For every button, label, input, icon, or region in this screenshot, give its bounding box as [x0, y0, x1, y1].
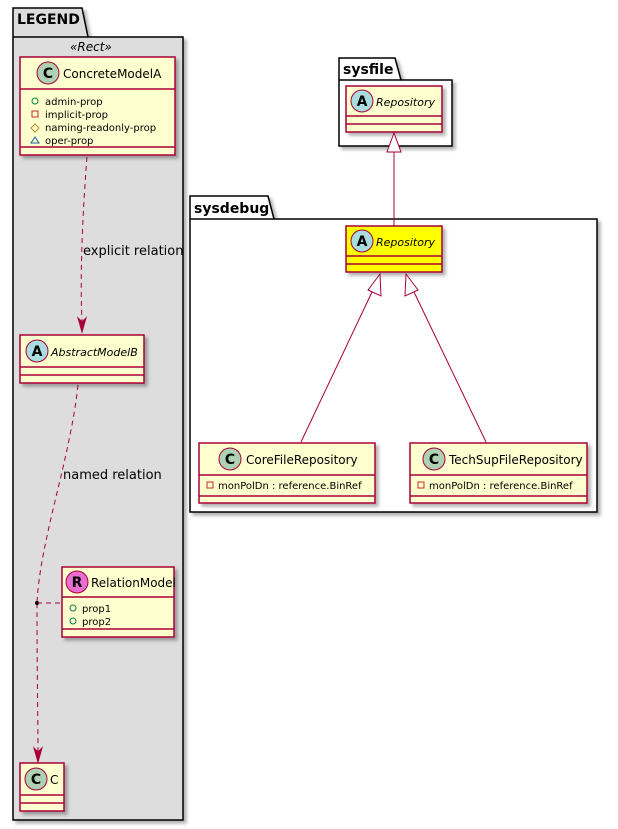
named-relation-edge: named relation — [32, 384, 162, 764]
private-square-icon — [31, 110, 39, 118]
concrete-model-a-class[interactable]: C ConcreteModelA admin-prop implicit-pro… — [19, 56, 176, 156]
generalization-edge — [300, 272, 382, 443]
attribute: implicit-prop — [45, 110, 108, 121]
sysdebug-title: sysdebug — [194, 201, 269, 217]
relation-model-class[interactable]: R RelationModel prop1 prop2 — [61, 566, 176, 638]
named-relation-label: named relation — [63, 468, 162, 483]
arrowhead-icon — [76, 316, 88, 334]
class-name: Repository — [376, 96, 435, 109]
protected-diamond-icon — [30, 123, 40, 133]
relation-circle-icon — [65, 570, 89, 594]
inheritance-arrow-icon — [367, 272, 382, 297]
class-circle-icon — [36, 61, 60, 85]
class-name: C — [50, 773, 58, 787]
circle-letter: R — [72, 575, 83, 591]
attribute: prop2 — [82, 617, 111, 628]
attribute: naming-readonly-prop — [45, 123, 156, 134]
c-model-class[interactable]: C C — [19, 762, 65, 812]
generalization-edge — [386, 131, 402, 226]
private-square-icon — [206, 481, 214, 489]
attribute: oper-prop — [45, 136, 93, 147]
techsup-file-repository-class[interactable]: C TechSupFileRepository monPolDn : refer… — [409, 442, 588, 504]
circle-letter: C — [31, 772, 41, 788]
attribute: monPolDn : reference.BinRef — [429, 481, 573, 492]
abstract-model-b-class[interactable]: A AbstractModelB — [19, 334, 145, 384]
explicit-relation-edge: explicit relation — [76, 156, 183, 334]
circle-letter: C — [225, 452, 235, 468]
arrowhead-icon — [32, 746, 44, 764]
explicit-relation-label: explicit relation — [83, 244, 183, 259]
public-circle-icon — [31, 97, 39, 105]
class-name: CoreFileRepository — [246, 453, 358, 467]
attribute: prop1 — [82, 604, 111, 615]
class-circle-icon — [218, 447, 242, 471]
public-circle-icon — [69, 617, 77, 625]
attribute: admin-prop — [45, 97, 103, 108]
attribute: monPolDn : reference.BinRef — [218, 481, 362, 492]
sysdebug-package: sysdebug — [189, 195, 598, 513]
core-file-repository-class[interactable]: C CoreFileRepository monPolDn : referenc… — [198, 442, 376, 504]
legend-title: LEGEND — [17, 12, 80, 28]
class-name: TechSupFileRepository — [448, 453, 583, 467]
package-triangle-icon — [30, 136, 40, 144]
public-circle-icon — [69, 604, 77, 612]
class-name: AbstractModelB — [50, 346, 138, 359]
inheritance-arrow-icon — [404, 272, 419, 297]
inheritance-arrow-icon — [386, 131, 402, 153]
class-name: RelationModel — [91, 576, 176, 590]
sysdebug-repository-class[interactable]: A Repository — [345, 225, 443, 273]
class-circle-icon — [422, 447, 446, 471]
abstract-circle-icon — [25, 339, 49, 363]
private-square-icon — [417, 481, 425, 489]
circle-letter: A — [32, 344, 43, 360]
class-name: ConcreteModelA — [63, 67, 162, 81]
sysfile-title: sysfile — [343, 62, 393, 78]
legend-stereotype: «Rect» — [70, 40, 112, 54]
abstract-circle-icon — [350, 229, 374, 253]
abstract-circle-icon — [350, 89, 374, 113]
circle-letter: A — [357, 234, 368, 250]
circle-letter: C — [43, 66, 53, 82]
circle-letter: A — [357, 94, 368, 110]
class-circle-icon — [24, 767, 48, 791]
class-name: Repository — [376, 236, 435, 249]
generalization-edge — [404, 272, 487, 443]
sysfile-repository-class[interactable]: A Repository — [345, 85, 443, 133]
circle-letter: C — [429, 452, 439, 468]
